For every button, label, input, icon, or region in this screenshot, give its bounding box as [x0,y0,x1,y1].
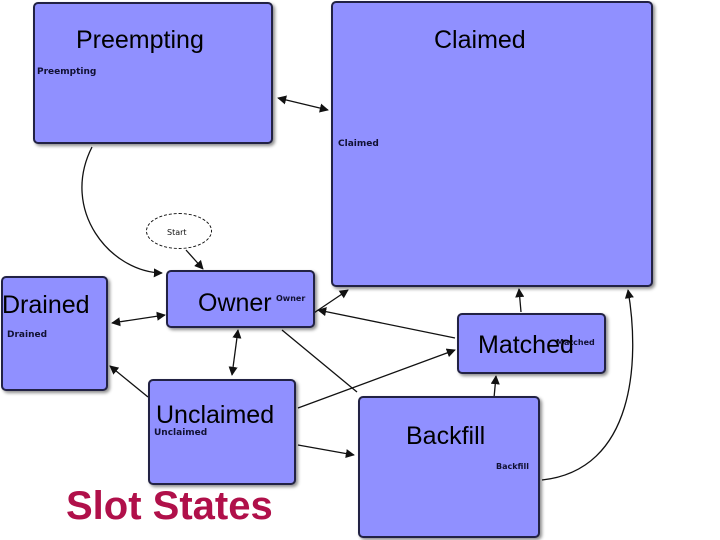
edge-preempting-claimed [277,95,329,113]
state-claimed-inner-label: Claimed [338,139,379,149]
edge-start-owner [185,249,204,270]
edge-preempting-owner [81,146,163,278]
edge-owner-backfill [281,329,358,393]
state-unclaimed-label: Unclaimed [156,401,275,429]
slide-title: Slot States [66,484,273,528]
state-owner-label: Owner [198,289,272,317]
state-unclaimed [148,379,296,485]
state-preempting [33,2,273,144]
edge-matched-owner [317,307,456,339]
state-backfill [358,396,540,538]
state-backfill-label: Backfill [406,422,486,450]
state-owner [166,270,315,328]
state-drained-inner-label: Drained [7,330,48,340]
edge-unclaimed-drained [109,365,149,398]
state-drained [1,276,108,391]
state-preempting-label: Preempting [76,26,204,54]
edge-owner-drained [111,311,166,327]
state-claimed [331,1,653,287]
start-label: Start [167,228,187,237]
state-backfill-inner-label: Backfill [496,462,529,471]
state-unclaimed-inner-label: Unclaimed [154,428,208,438]
edge-backfill-matched [490,375,500,399]
edge-backfill-claimed [541,289,634,481]
state-preempting-inner-label: Preempting [37,67,97,77]
edge-unclaimed-backfill [297,444,355,459]
start-node [146,213,212,249]
state-owner-inner-label: Owner [276,294,306,303]
state-matched-inner-label: Matched [556,338,595,347]
state-claimed-label: Claimed [434,26,526,54]
edge-matched-claimed [515,288,525,313]
state-matched [457,313,606,374]
edge-owner-unclaimed [228,329,242,376]
state-matched-label: Matched [478,331,574,359]
state-drained-label: Drained [2,291,90,319]
edge-unclaimed-matched [297,348,456,409]
